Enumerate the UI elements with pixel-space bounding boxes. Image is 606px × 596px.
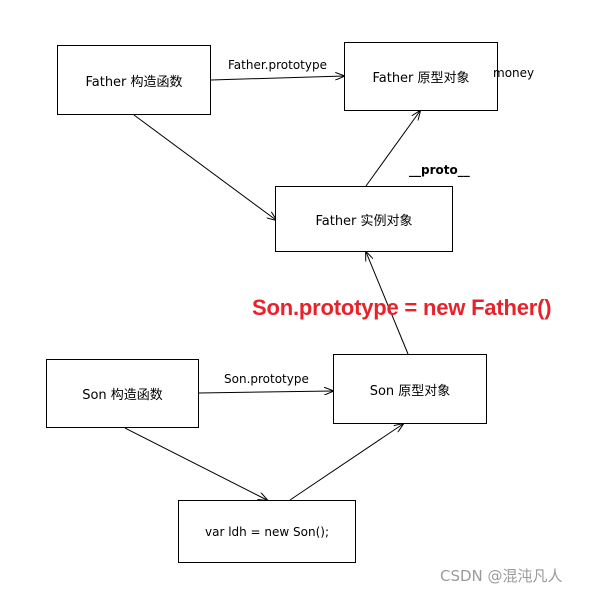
- arrow-father-constructor-to-instance: [133, 114, 276, 220]
- arrow-son-instance-to-prototype: [289, 424, 403, 501]
- inheritance-assignment-text: Son.prototype = new Father(): [252, 295, 552, 320]
- father-prototype-box: Father 原型对象: [344, 42, 498, 111]
- son-instance-box: var ldh = new Son();: [178, 500, 356, 563]
- father-prototype-label: Father 原型对象: [372, 71, 470, 86]
- arrow-father-instance-to-prototype: [365, 111, 420, 187]
- son-prototype-edge-label: Son.prototype: [224, 372, 309, 386]
- arrow-son-prototype-to-father-instance: [366, 252, 409, 355]
- arrow-father-constructor-to-prototype: [210, 76, 344, 81]
- son-instance-label: var ldh = new Son();: [204, 524, 330, 539]
- son-constructor-label: Son 构造函数: [82, 388, 163, 403]
- father-instance-label: Father 实例对象: [315, 213, 413, 229]
- son-prototype-label: Son 原型对象: [369, 383, 451, 399]
- arrow-son-constructor-to-instance: [124, 427, 267, 500]
- father-constructor-label: Father 构造函数: [85, 74, 183, 90]
- money-label: money: [493, 66, 535, 80]
- son-constructor-box: Son 构造函数: [46, 359, 199, 428]
- arrow-son-constructor-to-prototype: [198, 391, 333, 393]
- father-prototype-edge-label: Father.prototype: [228, 58, 327, 72]
- father-instance-box: Father 实例对象: [275, 186, 453, 252]
- father-constructor-box: Father 构造函数: [57, 45, 211, 115]
- csdn-watermark: CSDN @混沌凡人: [440, 567, 563, 585]
- son-prototype-box: Son 原型对象: [333, 354, 487, 424]
- proto-label: __proto__: [409, 163, 470, 177]
